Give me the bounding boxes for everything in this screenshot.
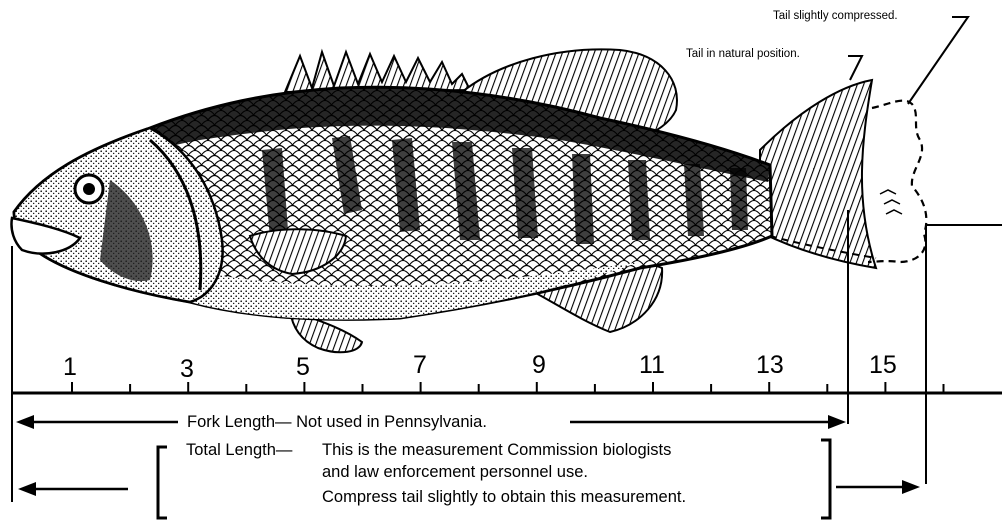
- ruler-number: 3: [180, 357, 194, 382]
- ruler-ticks: [72, 382, 944, 393]
- ruler-number: 9: [532, 353, 546, 378]
- left-bracket: [158, 447, 167, 518]
- ruler-number: 7: [413, 353, 427, 378]
- ruler-number: 13: [756, 353, 784, 378]
- ruler-number: 11: [639, 353, 665, 378]
- right-bracket: [821, 440, 830, 518]
- ruler-number: 5: [296, 355, 310, 380]
- total-length-line-3: Compress tail slightly to obtain this me…: [322, 487, 686, 507]
- leader-compressed: [908, 17, 968, 104]
- ruler-number: 15: [869, 353, 897, 378]
- total-length-line-1: This is the measurement Commission biolo…: [322, 440, 671, 460]
- tail-compressed-label: Tail slightly compressed.: [773, 10, 898, 22]
- tail-fin: [760, 80, 876, 268]
- total-length-line-2: and law enforcement personnel use.: [322, 462, 588, 482]
- tail-natural-label: Tail in natural position.: [686, 48, 800, 60]
- fork-length-text: Fork Length— Not used in Pennsylvania.: [187, 412, 487, 432]
- total-length-heading: Total Length—: [186, 440, 292, 460]
- compressed-tail-outline: [868, 101, 926, 262]
- ruler-number: 1: [63, 355, 77, 380]
- leader-natural: [848, 56, 862, 80]
